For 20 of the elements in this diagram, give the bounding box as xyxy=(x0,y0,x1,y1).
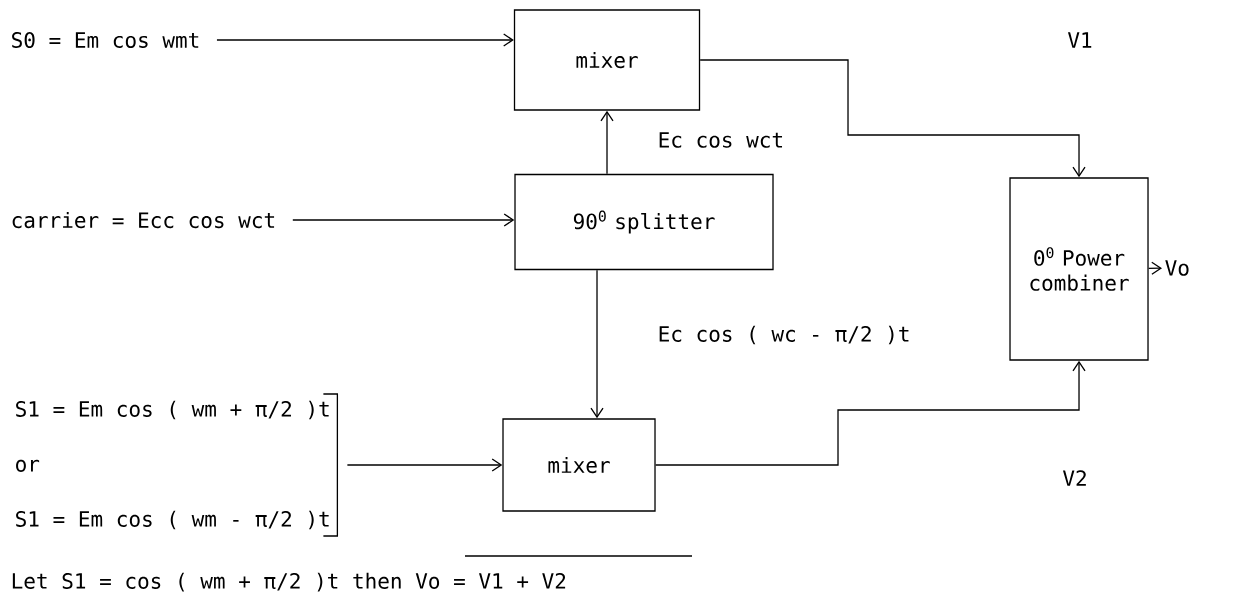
process-box: 0$^{0}$ Power combiner xyxy=(1009,177,1149,361)
arrow xyxy=(699,59,1086,178)
edge-label: Ec cos wct xyxy=(655,130,787,150)
arrow xyxy=(503,33,514,47)
process-box: mixer xyxy=(502,418,656,512)
signal-text: Vo xyxy=(1165,260,1189,276)
arrow xyxy=(600,110,614,175)
signal-text: carrier = Ecc cos wct xyxy=(12,211,275,229)
edge-label: V2 xyxy=(1060,468,1090,488)
arrow xyxy=(503,213,515,227)
arrow xyxy=(346,458,503,472)
bracketed-signal-text: S1 = Em cos ( wm + π/2 )t or S1 = Em cos ( wm - π/2 )t xyxy=(16,393,339,537)
process-box: mixer xyxy=(513,9,701,111)
edge-label: Ec cos ( wc - π/2 )t xyxy=(655,323,913,347)
arrow xyxy=(655,360,1086,466)
note-text: Let S1 = cos ( wm + π/2 )t then Vo = V1 + V2 xyxy=(12,572,566,592)
signal-text: S0 = Em cos wmt xyxy=(12,32,199,48)
arrow xyxy=(590,269,604,419)
edge-label: V1 xyxy=(1065,30,1095,50)
process-box: 90$^{0}$ splitter xyxy=(514,173,774,271)
